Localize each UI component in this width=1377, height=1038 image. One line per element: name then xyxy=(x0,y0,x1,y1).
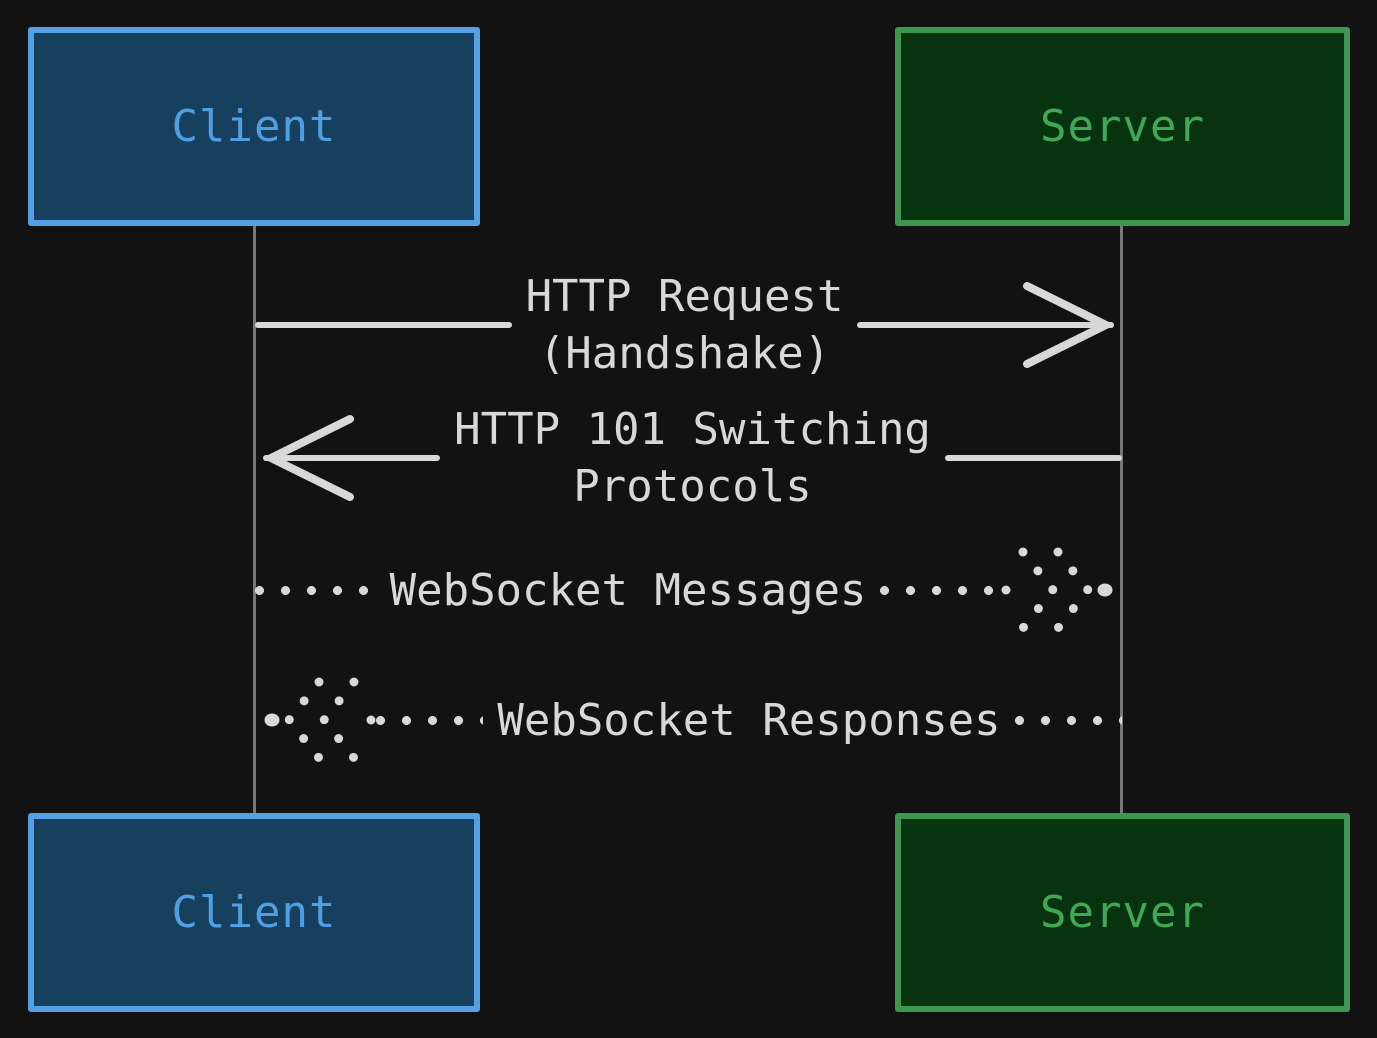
message-dotted-segment xyxy=(880,585,1002,595)
actor-box-server-bottom: Server xyxy=(895,813,1350,1012)
message-line-segment xyxy=(263,455,441,461)
lifeline-server xyxy=(1120,226,1123,813)
message-line-segment xyxy=(255,322,512,328)
message-row-websocket-messages: WebSocket Messages xyxy=(255,540,1122,640)
actor-box-server-top: Server xyxy=(895,27,1350,226)
message-label: HTTP 101 Switching Protocols xyxy=(454,404,931,512)
actor-label-client-bottom: Client xyxy=(171,887,337,938)
message-dotted-segment xyxy=(376,715,484,725)
message-line-segment xyxy=(857,322,1115,328)
message-label: WebSocket Responses xyxy=(497,694,1001,746)
lifeline-client xyxy=(253,226,256,813)
arrowhead-right-icon xyxy=(1023,282,1115,368)
message-row-websocket-responses: WebSocket Responses xyxy=(255,670,1123,770)
actor-label-client-top: Client xyxy=(171,101,337,152)
dotted-arrowhead-right-icon xyxy=(1001,547,1113,633)
actor-label-server-top: Server xyxy=(1040,101,1205,152)
message-dotted-segment xyxy=(255,585,376,595)
actor-box-client-top: Client xyxy=(28,27,480,226)
message-line-segment xyxy=(944,455,1123,461)
message-row-http-101: HTTP 101 Switching Protocols xyxy=(255,378,1123,538)
message-label: HTTP Request (Handshake) xyxy=(525,271,844,379)
actor-box-client-bottom: Client xyxy=(28,813,480,1012)
actor-label-server-bottom: Server xyxy=(1040,887,1205,938)
dotted-arrowhead-left-icon xyxy=(264,677,376,763)
message-dotted-segment xyxy=(1014,715,1123,725)
message-row-http-request: HTTP Request (Handshake) xyxy=(255,245,1122,405)
message-label: WebSocket Messages xyxy=(389,564,867,616)
